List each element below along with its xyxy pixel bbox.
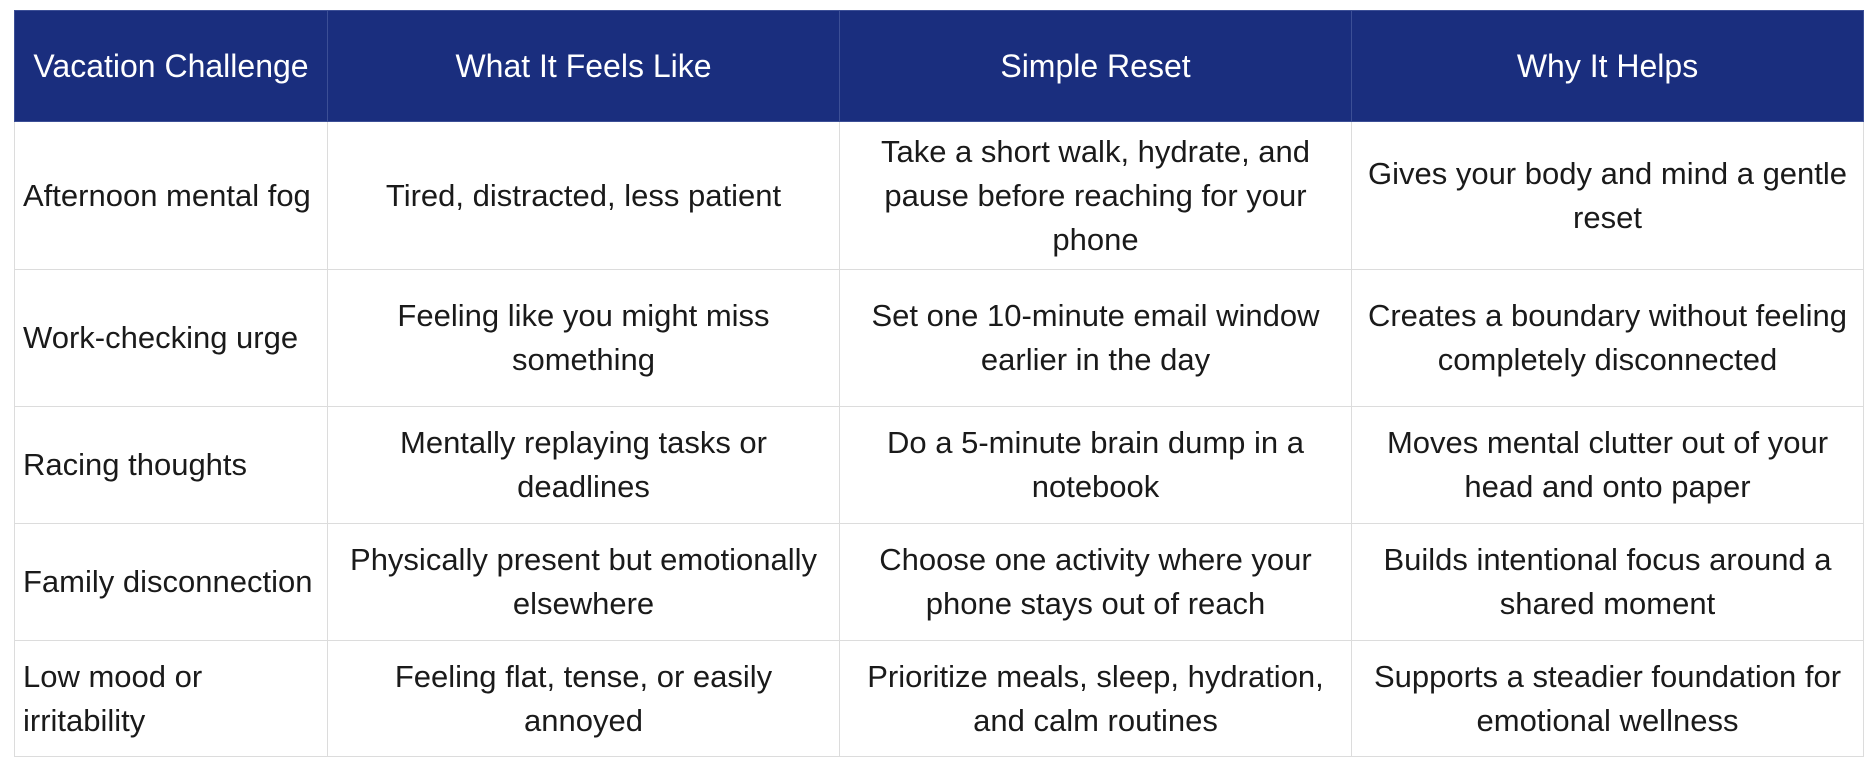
cell-why-it-helps: Supports a steadier foundation for emoti… (1351, 640, 1864, 757)
table-row: Family disconnection Physically present … (14, 523, 1864, 641)
header-why-it-helps: Why It Helps (1351, 10, 1864, 122)
cell-challenge: Racing thoughts (14, 406, 328, 524)
cell-challenge: Work-checking urge (14, 269, 328, 407)
cell-why-it-helps: Gives your body and mind a gentle reset (1351, 121, 1864, 270)
cell-feels-like: Feeling flat, tense, or easily annoyed (327, 640, 840, 757)
cell-challenge: Low mood or irritability (14, 640, 328, 757)
cell-simple-reset: Prioritize meals, sleep, hydration, and … (839, 640, 1352, 757)
cell-simple-reset: Set one 10-minute email window earlier i… (839, 269, 1352, 407)
table-body: Afternoon mental fog Tired, distracted, … (14, 121, 1864, 757)
cell-simple-reset: Do a 5-minute brain dump in a notebook (839, 406, 1352, 524)
cell-why-it-helps: Creates a boundary without feeling compl… (1351, 269, 1864, 407)
table-row: Work-checking urge Feeling like you migh… (14, 269, 1864, 407)
cell-feels-like: Tired, distracted, less patient (327, 121, 840, 270)
cell-challenge: Family disconnection (14, 523, 328, 641)
cell-simple-reset: Choose one activity where your phone sta… (839, 523, 1352, 641)
cell-simple-reset: Take a short walk, hydrate, and pause be… (839, 121, 1352, 270)
cell-feels-like: Feeling like you might miss something (327, 269, 840, 407)
table-row: Low mood or irritability Feeling flat, t… (14, 640, 1864, 757)
cell-feels-like: Mentally replaying tasks or deadlines (327, 406, 840, 524)
cell-why-it-helps: Moves mental clutter out of your head an… (1351, 406, 1864, 524)
cell-feels-like: Physically present but emotionally elsew… (327, 523, 840, 641)
table-row: Racing thoughts Mentally replaying tasks… (14, 406, 1864, 524)
header-what-it-feels-like: What It Feels Like (327, 10, 840, 122)
table-header: Vacation Challenge What It Feels Like Si… (14, 10, 1864, 122)
cell-challenge: Afternoon mental fog (14, 121, 328, 270)
header-simple-reset: Simple Reset (839, 10, 1352, 122)
vacation-challenge-table: Vacation Challenge What It Feels Like Si… (14, 10, 1864, 757)
cell-why-it-helps: Builds intentional focus around a shared… (1351, 523, 1864, 641)
table-container: Vacation Challenge What It Feels Like Si… (14, 10, 1864, 757)
table-row: Afternoon mental fog Tired, distracted, … (14, 121, 1864, 270)
header-row: Vacation Challenge What It Feels Like Si… (14, 10, 1864, 122)
header-vacation-challenge: Vacation Challenge (14, 10, 328, 122)
